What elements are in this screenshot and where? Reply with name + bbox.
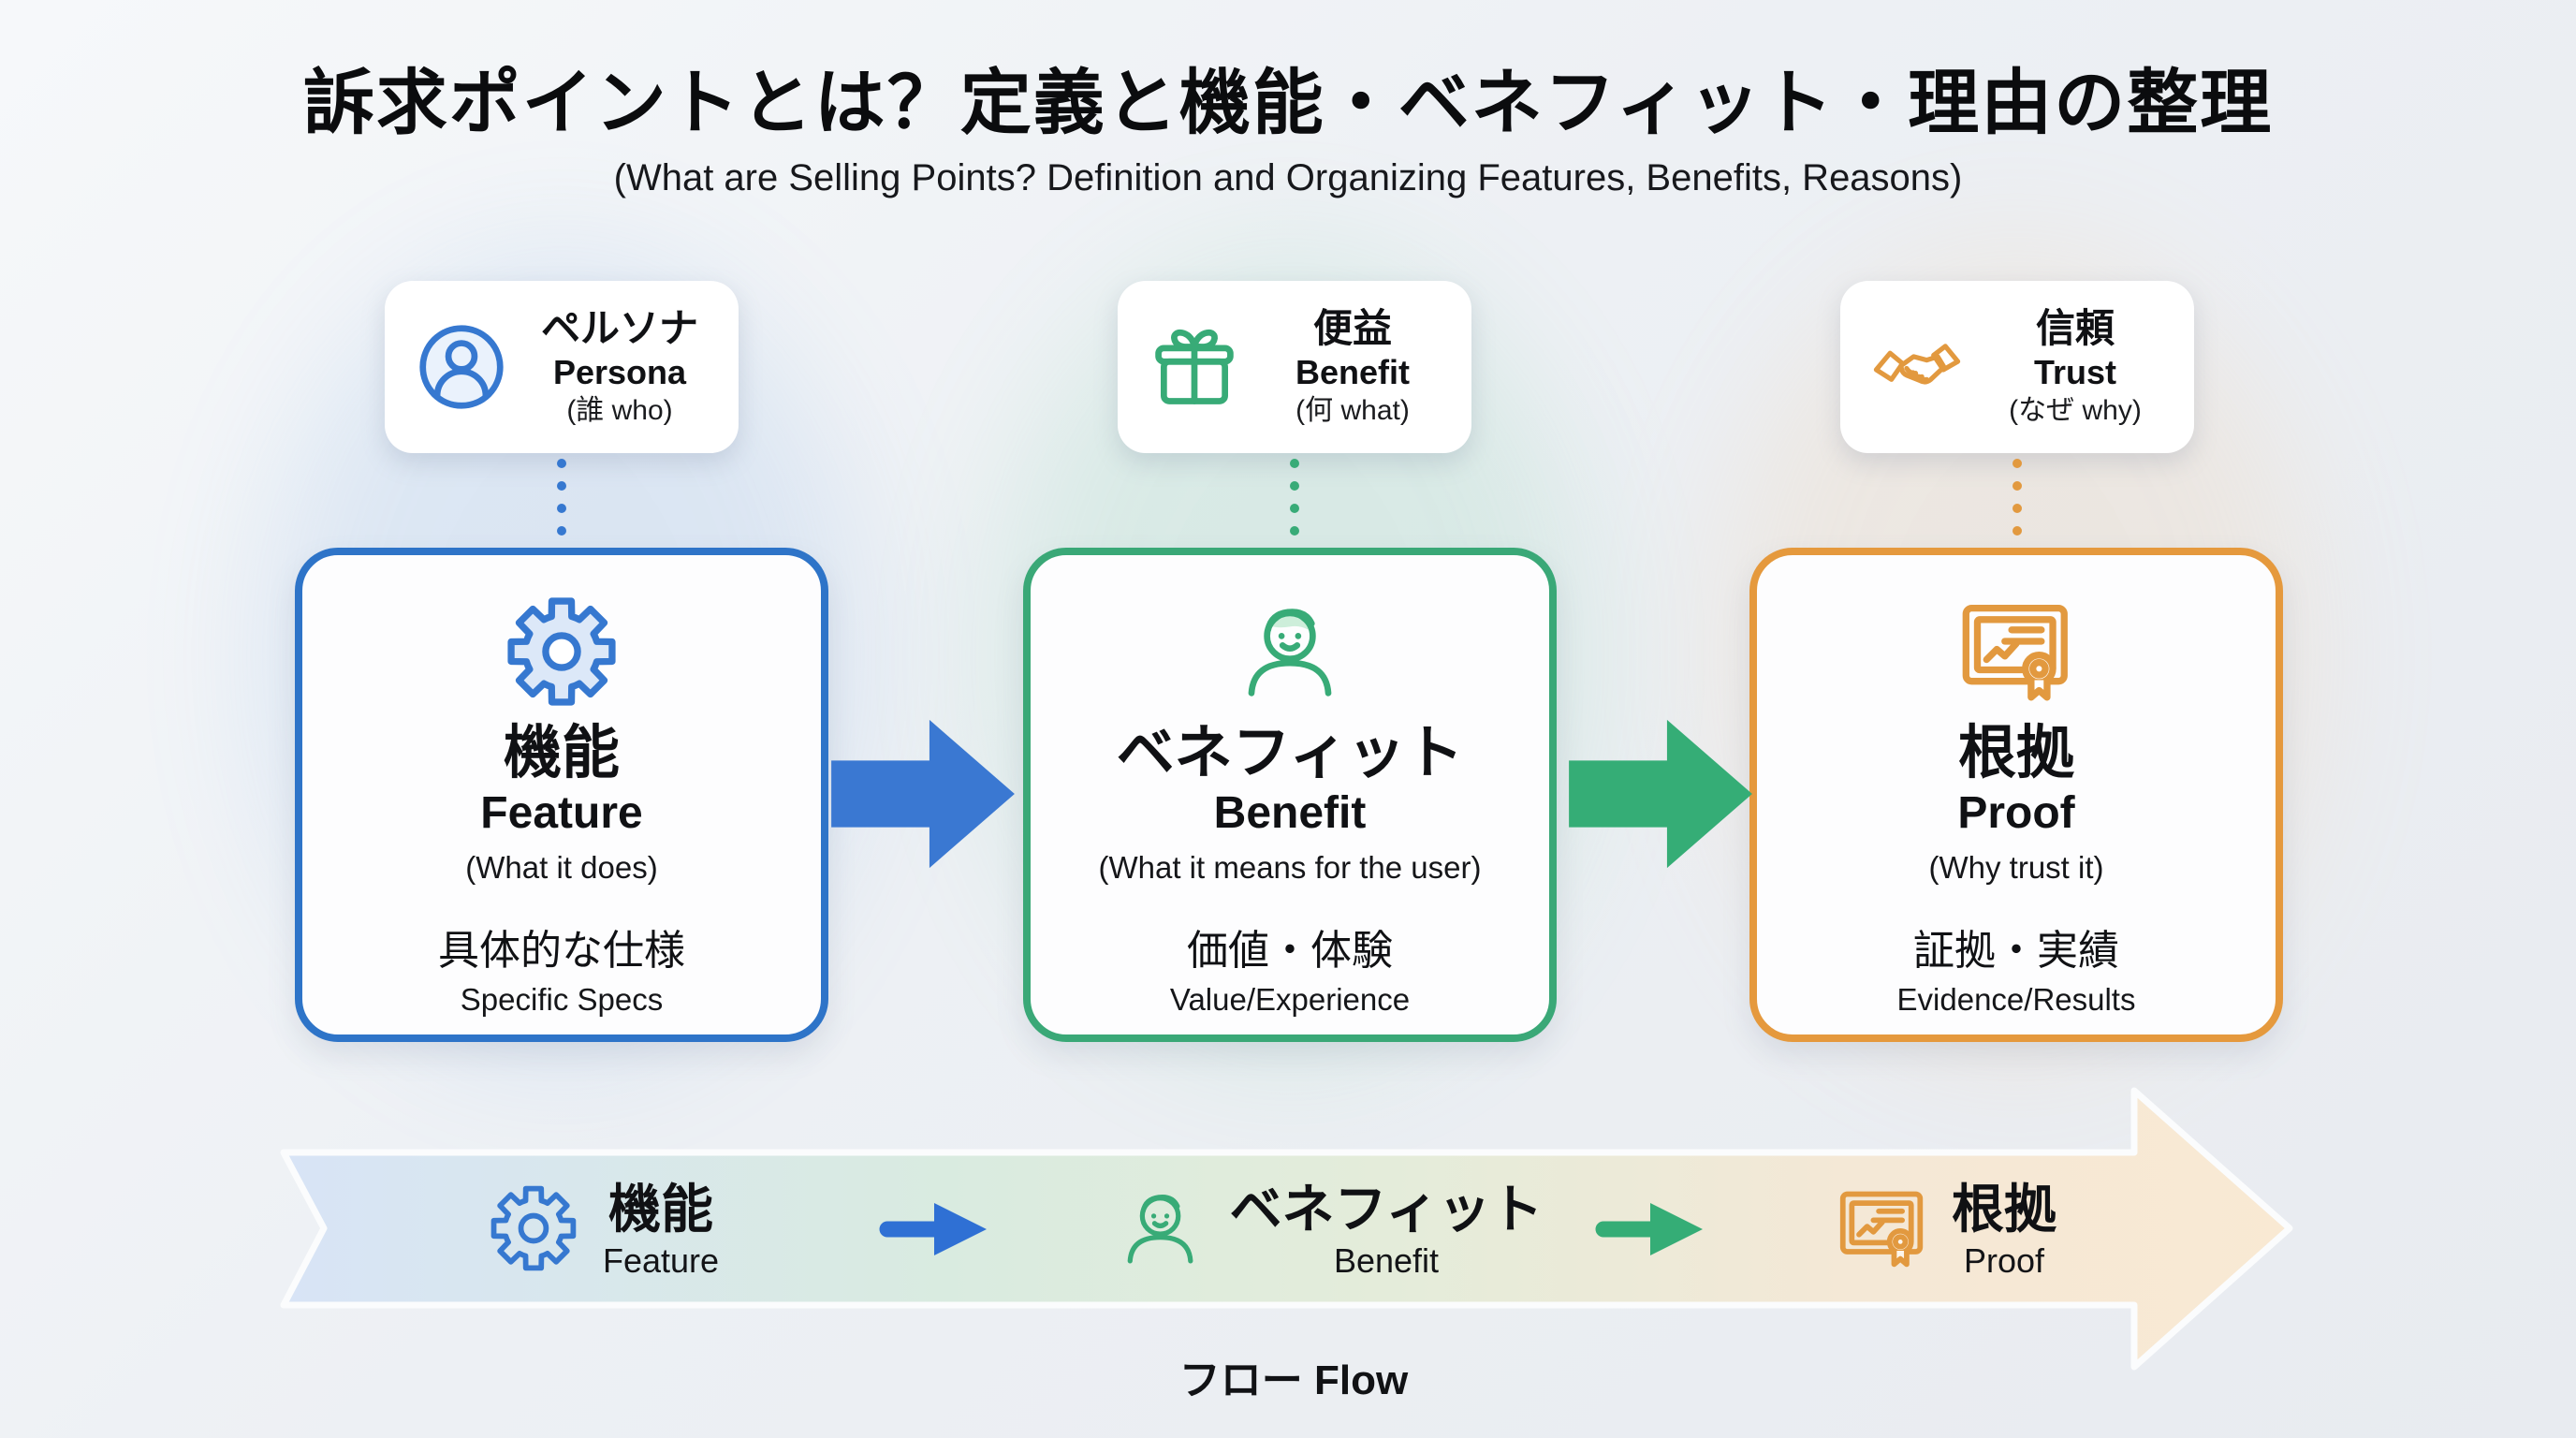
feature-box: 機能 Feature (What it does) 具体的な仕様 Specifi… xyxy=(295,548,828,1042)
certificate-icon xyxy=(1837,1183,1927,1278)
persona-badge: ペルソナ Persona (誰 who) xyxy=(385,281,739,453)
flow-item-proof: 根拠 Proof xyxy=(1837,1165,2056,1296)
flow-arrow-green-icon xyxy=(1594,1191,1710,1268)
proof-box: 根拠 Proof (Why trust it) 証拠・実績 Evidence/R… xyxy=(1749,548,2283,1042)
connector-dotted-green xyxy=(1290,459,1299,536)
connector-dotted-blue xyxy=(557,459,566,536)
badge-title-jp: 便益 xyxy=(1312,305,1392,350)
gear-icon xyxy=(489,1183,578,1278)
user-circle-icon xyxy=(417,322,506,412)
box-detail-en: Evidence/Results xyxy=(1896,981,2136,1017)
badge-title-en: Benefit xyxy=(1295,353,1410,392)
box-detail-en: Specific Specs xyxy=(460,981,664,1017)
flow-item-feature: 機能 Feature xyxy=(489,1165,719,1296)
trust-badge: 信頼 Trust (なぜ why) xyxy=(1840,281,2194,453)
gear-icon xyxy=(505,594,619,709)
box-title-en: Benefit xyxy=(1213,788,1367,839)
flow-banner xyxy=(280,1087,2293,1371)
gift-icon xyxy=(1149,322,1239,412)
page-subtitle: (What are Selling Points? Definition and… xyxy=(613,157,1963,198)
badge-note: (何 what) xyxy=(1295,395,1410,427)
arrow-feature-to-benefit-icon xyxy=(831,711,1017,877)
box-title-jp: 根拠 xyxy=(1957,721,2074,785)
box-title-jp: 機能 xyxy=(503,721,620,785)
flow-label: フロー Flow xyxy=(1178,1357,1409,1403)
box-title-en: Feature xyxy=(480,788,643,839)
flow-item-jp: ベネフィット xyxy=(1229,1180,1544,1240)
page-title: 訴求ポイントとは？定義と機能・ベネフィット・理由の整理 xyxy=(302,64,2274,143)
connector-dotted-orange xyxy=(2012,459,2022,536)
box-title-en: Proof xyxy=(1957,788,2075,839)
flow-item-benefit: ベネフィット Benefit xyxy=(1116,1165,1544,1296)
box-note: (Why trust it) xyxy=(1928,849,2104,885)
person-icon xyxy=(1116,1183,1206,1278)
badge-title-en: Trust xyxy=(2033,353,2116,392)
box-note: (What it means for the user) xyxy=(1098,849,1482,885)
box-detail-en: Value/Experience xyxy=(1169,981,1411,1017)
handshake-icon xyxy=(1872,322,1962,412)
flow-item-en: Benefit xyxy=(1333,1240,1440,1280)
flow-arrow-blue-icon xyxy=(878,1191,994,1268)
badge-note: (誰 who) xyxy=(566,395,673,427)
badge-title-en: Persona xyxy=(552,353,687,392)
flow-item-en: Proof xyxy=(1963,1240,2045,1280)
box-detail-jp: 証拠・実績 xyxy=(1913,927,2119,974)
person-icon xyxy=(1233,594,1347,709)
arrow-benefit-to-proof-icon xyxy=(1569,711,1754,877)
badge-title-jp: 信頼 xyxy=(2035,305,2115,350)
box-detail-jp: 価値・体験 xyxy=(1187,927,1393,974)
flow-item-en: Feature xyxy=(602,1240,720,1280)
badge-title-jp: ペルソナ xyxy=(540,305,698,350)
certificate-icon xyxy=(1959,594,2073,709)
benefit-badge: 便益 Benefit (何 what) xyxy=(1118,281,1471,453)
box-detail-jp: 具体的な仕様 xyxy=(438,927,685,974)
flow-item-jp: 根拠 xyxy=(1952,1180,2056,1240)
badge-note: (なぜ why) xyxy=(2009,395,2142,427)
box-title-jp: ベネフィット xyxy=(1116,721,1464,785)
box-note: (What it does) xyxy=(465,849,658,885)
flow-item-jp: 機能 xyxy=(607,1180,713,1240)
benefit-box: ベネフィット Benefit (What it means for the us… xyxy=(1023,548,1557,1042)
